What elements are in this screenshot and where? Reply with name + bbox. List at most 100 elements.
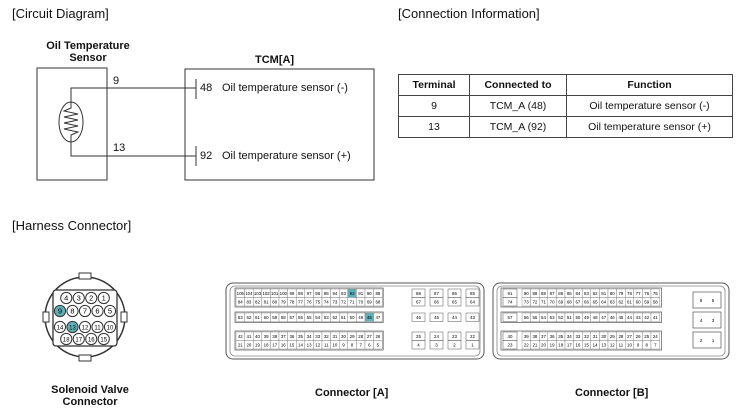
- sensor-label-line2: Sensor: [69, 52, 107, 64]
- connector-a-pin-label: 38: [272, 334, 277, 339]
- connector-b-pin-label: 44: [627, 315, 632, 320]
- resistor-symbol: [62, 99, 80, 144]
- solenoid-pin-label: 16: [88, 338, 95, 344]
- cell-function: Oil temperature sensor (+): [566, 116, 733, 138]
- connector-a-pin-label: 21: [238, 343, 243, 348]
- solenoid-pin: [53, 320, 67, 334]
- connector-a-pin-label: 74: [324, 300, 329, 305]
- connector-a-pin-label: 68: [375, 300, 380, 305]
- connector-a-pin-label: 40: [255, 334, 260, 339]
- connector-b-side-block: [692, 291, 722, 309]
- connector-a-pin-label: 87: [434, 291, 439, 296]
- connector-a-pin-label: 52: [332, 315, 337, 320]
- connector-b-pin-label: 25: [644, 334, 649, 339]
- connector-a-pin-label: 5: [377, 343, 380, 348]
- connector-a-pin-label: 36: [289, 334, 294, 339]
- connector-b-pin-label: 5: [712, 298, 715, 303]
- sensor-box: [36, 67, 108, 181]
- connector-a-pin-label: 19: [255, 343, 260, 348]
- connector-b-pin-label: 91: [508, 291, 513, 296]
- connector-b-side-block: [692, 311, 722, 329]
- solenoid-pin: [72, 332, 85, 346]
- connector-a-pin: [373, 312, 383, 322]
- connector-b-pin-label: 74: [508, 300, 513, 305]
- connector-b-pin-label: 17: [567, 343, 572, 348]
- solenoid-label-line2: Connector: [62, 396, 118, 408]
- connector-b-pin-label: 41: [653, 315, 658, 320]
- solenoid-pin-label: 2: [89, 294, 93, 303]
- connector-a-pin-label: 78: [289, 300, 294, 305]
- solenoid-pin: [78, 320, 92, 334]
- solenoid-pin: [85, 332, 98, 346]
- connector-a-pin-label: 82: [255, 300, 260, 305]
- solenoid-pin: [103, 304, 117, 318]
- connector-a-pin-label: 86: [452, 291, 457, 296]
- connector-b-pin-label: 80: [610, 291, 615, 296]
- connector-a-pin-label: 72: [341, 300, 346, 305]
- connector-b-pin-label: 37: [541, 334, 546, 339]
- connector-b-pin-label: 35: [558, 334, 563, 339]
- connector-a-pin: [465, 340, 480, 350]
- connector-a-pin-label: 63: [238, 315, 243, 320]
- connector-a-pin-label: 30: [341, 334, 346, 339]
- connector-a-pin-label: 58: [281, 315, 286, 320]
- solenoid-pin-label: 7: [83, 307, 87, 316]
- connector-b-pin-label: 55: [532, 315, 537, 320]
- circuit-diagram-heading: [Circuit Diagram]: [12, 6, 109, 21]
- connector-b-pin: [650, 312, 660, 322]
- connector-a-label: Connector [A]: [315, 387, 389, 399]
- connector-a-pin-label: 95: [324, 291, 329, 296]
- connector-a-pin: [429, 340, 444, 350]
- connector-b-pin-label: 22: [524, 343, 529, 348]
- connector-b-pin-label: 90: [524, 291, 529, 296]
- solenoid-label-line1: Solenoid Valve: [51, 384, 129, 396]
- connector-a-pin-label: 62: [246, 315, 251, 320]
- connector-b-pin-label: 86: [558, 291, 563, 296]
- connector-b-pin-label: 87: [550, 291, 555, 296]
- table-row: 9 TCM_A (48) Oil temperature sensor (-): [398, 95, 733, 117]
- connector-b-pin-label: 39: [524, 334, 529, 339]
- connector-a-pin: [447, 297, 462, 307]
- tcm-box: [184, 68, 375, 181]
- connector-b-pin-label: 62: [618, 300, 623, 305]
- header-terminal: Terminal: [398, 74, 470, 96]
- connector-a-pin-label: 54: [315, 315, 320, 320]
- connector-a-pin-label: 67: [416, 300, 421, 305]
- connector-b-pin-label: 18: [558, 343, 563, 348]
- connector-b-pin-label: 77: [636, 291, 641, 296]
- connector-a-pin-label: 27: [367, 334, 372, 339]
- connector-a-pin: [411, 312, 426, 322]
- connector-b-pin-label: 72: [532, 300, 537, 305]
- connector-b-pin-label: 71: [541, 300, 546, 305]
- connector-b-pin-label: 36: [550, 334, 555, 339]
- connector-a-pin-label: 59: [272, 315, 277, 320]
- connector-a-pin: [373, 340, 383, 350]
- harness-connector-heading: [Harness Connector]: [12, 218, 132, 233]
- connector-b-pin-label: 56: [524, 315, 529, 320]
- connector-b-pin: [502, 297, 518, 307]
- connector-a-pin-label: 9: [342, 343, 345, 348]
- connector-a-pin-label: 29: [350, 334, 355, 339]
- connector-a-pin-label: 20: [246, 343, 251, 348]
- connector-a-pin: [465, 297, 480, 307]
- solenoid-pin-label: 13: [69, 326, 76, 332]
- connector-a-pin-label: 94: [332, 291, 337, 296]
- connector-b-pin-label: 73: [524, 300, 529, 305]
- connector-a-pin-label: 3: [435, 343, 438, 348]
- connector-a-pin-label: 13: [307, 343, 312, 348]
- connector-a-pin-label: 96: [315, 291, 320, 296]
- connector-a-pin-label: 57: [289, 315, 294, 320]
- connector-b-pin-label: 38: [532, 334, 537, 339]
- connector-a-pin-label: 66: [434, 300, 439, 305]
- connector-a-pin: [411, 297, 426, 307]
- connector-b-pin-label: 7: [654, 343, 657, 348]
- connector-a-pin-label: 92: [350, 291, 355, 296]
- table-row: 13 TCM_A (92) Oil temperature sensor (+): [398, 116, 733, 138]
- connector-b-pin-label: 34: [567, 334, 572, 339]
- connector-b-pin-label: 70: [550, 300, 555, 305]
- connector-a-pin-label: 17: [272, 343, 277, 348]
- solenoid-label: Solenoid Valve Connector: [40, 384, 140, 408]
- connector-b-pin-label: 42: [644, 315, 649, 320]
- connector-b-pin-label: 14: [593, 343, 598, 348]
- connector-a-pin-label: 85: [470, 291, 475, 296]
